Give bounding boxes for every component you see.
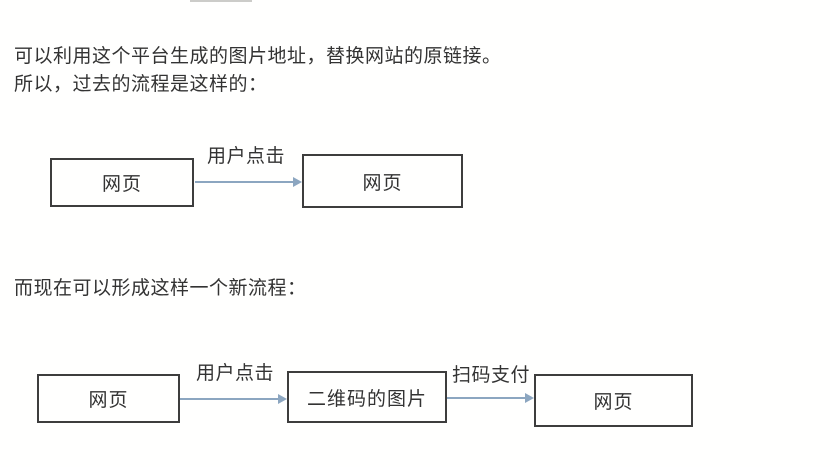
node-label: 网页 xyxy=(593,391,634,413)
node-label: 网页 xyxy=(101,173,142,195)
cropped-top-remnant xyxy=(190,0,252,2)
legacy-flow-node-webpage-2: 网页 xyxy=(302,154,463,208)
node-label: 网页 xyxy=(362,171,403,194)
legacy-flow-edge-label-user-click: 用户点击 xyxy=(207,145,286,167)
legacy-flow-arrow-line xyxy=(195,181,293,183)
new-flow-arrow-2-line xyxy=(447,397,525,399)
node-label: 二维码的图片 xyxy=(306,387,427,410)
intro-line-2: 所以，过去的流程是这样的： xyxy=(14,73,268,95)
new-flow-heading: 而现在可以形成这样一个新流程： xyxy=(14,277,307,299)
node-label: 网页 xyxy=(88,389,129,411)
new-flow-edge-label-user-click: 用户点击 xyxy=(196,362,275,384)
new-flow-arrow-1-line xyxy=(180,398,278,400)
new-flow-node-qrcode-image: 二维码的图片 xyxy=(287,371,447,423)
intro-line-1: 可以利用这个平台生成的图片地址，替换网站的原链接。 xyxy=(14,45,502,67)
legacy-flow-arrow-head-icon xyxy=(293,177,302,187)
legacy-flow-node-webpage-1: 网页 xyxy=(50,158,194,207)
new-flow-edge-label-scan-pay: 扫码支付 xyxy=(452,364,531,386)
new-flow-node-webpage-1: 网页 xyxy=(37,374,180,423)
new-flow-arrow-2-head-icon xyxy=(525,393,534,403)
new-flow-arrow-1-head-icon xyxy=(278,394,287,404)
new-flow-node-webpage-2: 网页 xyxy=(534,374,693,427)
